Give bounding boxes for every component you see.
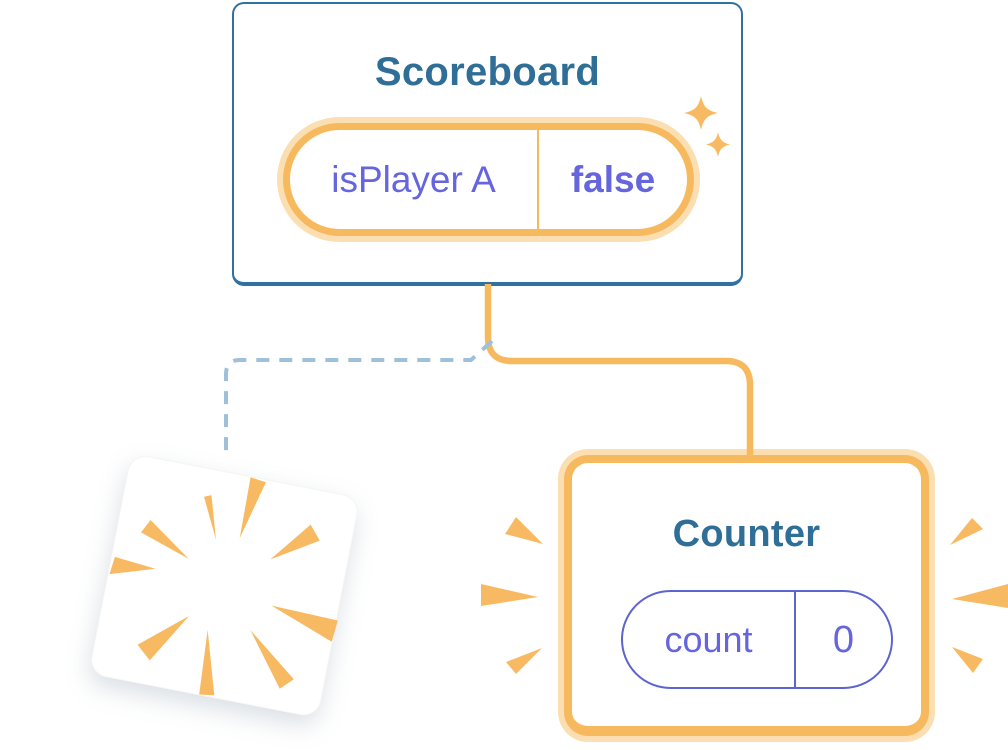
state-value-label: false	[570, 159, 656, 200]
state-value-label: 0	[832, 618, 855, 661]
state-name-cell: count	[623, 592, 794, 687]
state-value-cell: false	[539, 130, 687, 229]
connector-kept-branch	[484, 284, 754, 458]
counter-component-card: Counter count 0	[564, 455, 929, 736]
scoreboard-title: Scoreboard	[374, 50, 601, 94]
pill-divider	[794, 592, 796, 687]
scoreboard-component-card: Scoreboard isPlayer A false	[232, 2, 743, 286]
counter-title: Counter	[672, 513, 821, 555]
scoreboard-state-pill: isPlayer A false	[283, 123, 694, 236]
state-value-cell: 0	[796, 592, 891, 687]
counter-state-pill: count 0	[621, 590, 893, 689]
poof-burst-icon	[109, 477, 338, 696]
state-name-label: count	[664, 618, 753, 660]
removed-component-card	[88, 453, 361, 719]
pill-divider	[537, 130, 539, 229]
state-name-label: isPlayer A	[331, 159, 496, 200]
connector-removed-branch	[224, 339, 494, 458]
state-name-cell: isPlayer A	[290, 130, 537, 229]
